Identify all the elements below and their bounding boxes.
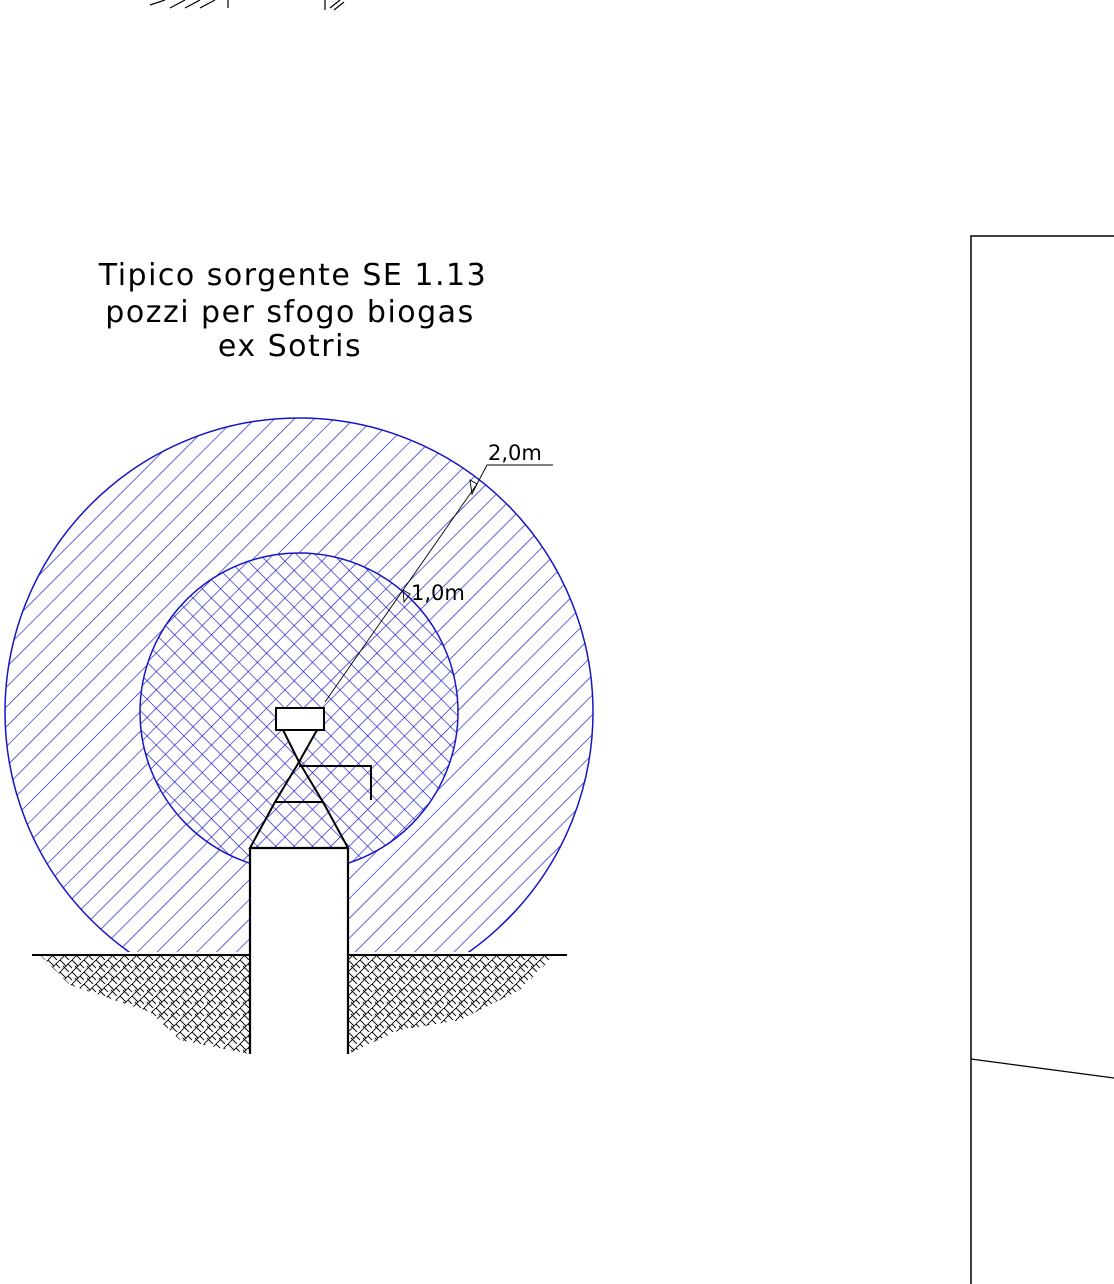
well-pipe <box>248 846 350 1054</box>
outer-radius-label: 2,0m <box>488 441 542 465</box>
sheet-frame <box>970 235 1114 1284</box>
top-fragment <box>149 0 345 11</box>
title-line-1: Tipico sorgente SE 1.13 <box>98 258 487 293</box>
title-line-3: ex Sotris <box>218 329 362 364</box>
title-line-2: pozzi per sfogo biogas <box>105 295 474 330</box>
dimension-leader-inner <box>402 589 411 604</box>
outer-zone-boundary <box>4 417 594 952</box>
dimension-leader-outer <box>324 464 553 703</box>
ground-section <box>32 954 567 1054</box>
inner-radius-label: 1,0m <box>411 581 465 605</box>
